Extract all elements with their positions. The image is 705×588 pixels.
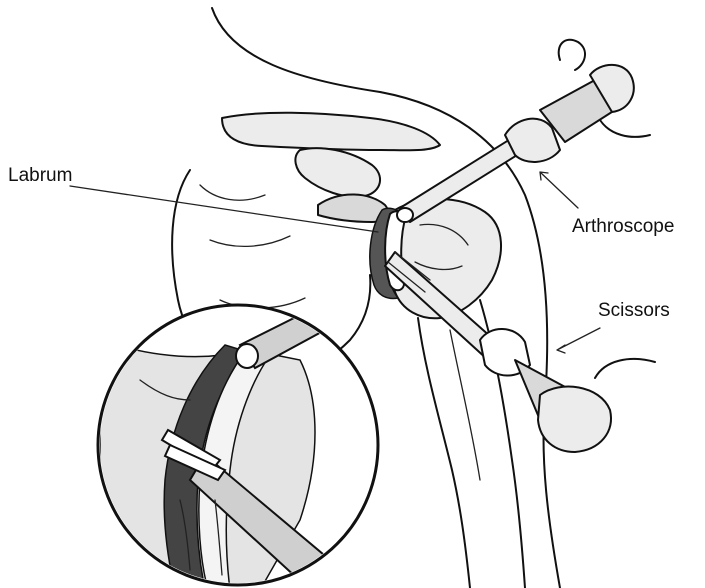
label-labrum: Labrum xyxy=(8,165,72,186)
arthroscope-cable-2 xyxy=(600,120,650,137)
arthroscope xyxy=(397,40,650,222)
inset-magnification xyxy=(98,305,378,588)
label-arthroscope: Arthroscope xyxy=(572,216,674,237)
scissors xyxy=(385,252,655,452)
humerus-shaft-inner xyxy=(450,330,480,480)
scapula-ridge xyxy=(200,185,305,308)
scissors-handle xyxy=(538,387,611,452)
scissors-pointer xyxy=(557,328,600,353)
scissors-cable xyxy=(595,359,655,378)
acromion xyxy=(222,113,440,151)
label-scissors: Scissors xyxy=(598,300,670,321)
humerus-shaft-left xyxy=(418,318,470,588)
inset-arthroscope-tip xyxy=(236,344,258,368)
arthroscope-cable-1 xyxy=(559,40,585,70)
arthroscope-pointer xyxy=(540,172,578,208)
arthroscope-tip xyxy=(397,208,413,222)
clavicle xyxy=(295,148,380,197)
